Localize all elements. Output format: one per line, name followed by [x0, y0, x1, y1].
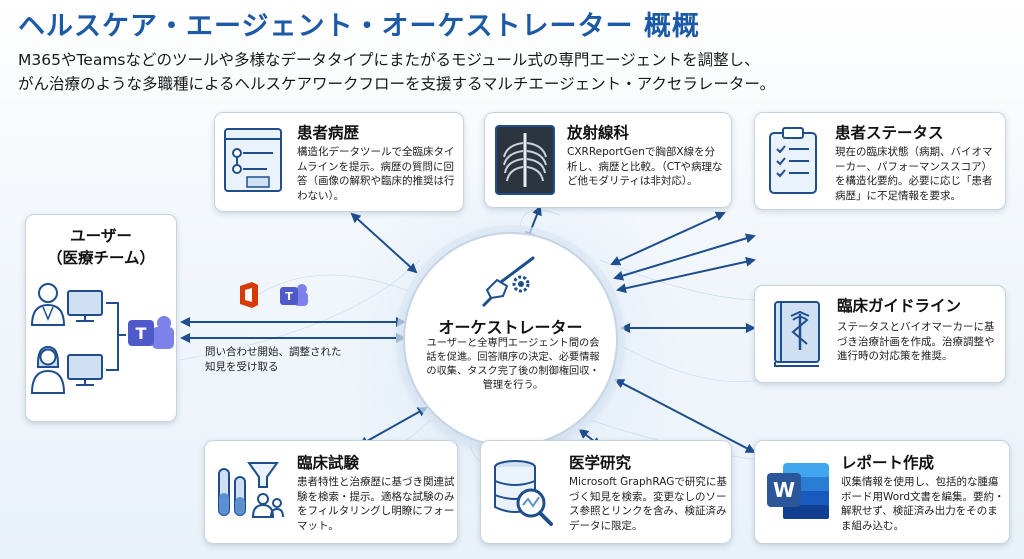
user-title-line-2: （医療チーム） — [46, 249, 156, 267]
agent-title-report: レポート作成 — [841, 454, 935, 472]
agent-desc-history: 構造化データツールで全臨床タイムラインを提示。病歴の質問に回答（画像の解釈や臨床… — [297, 146, 455, 202]
teams-small-icon: T — [280, 284, 308, 306]
svg-text:T: T — [136, 324, 147, 343]
agent-title-guidelines: 臨床ガイドライン — [837, 297, 962, 315]
clipboard-icon — [769, 127, 817, 194]
conductor-hand-icon — [481, 256, 535, 308]
agent-card-history: 患者病歴 構造化データツールで全臨床タイムラインを提示。病歴の質問に回答（画像の… — [214, 112, 464, 212]
agent-desc-status: 現在の臨床状態（病期、バイオマーカー、パフォーマンススコア）を構造化要約。必要に… — [835, 146, 993, 202]
user-title: ユーザー （医療チーム） — [26, 225, 176, 269]
arrow-report — [614, 379, 756, 453]
agent-title-history: 患者病歴 — [297, 124, 360, 142]
subtitle-line-2: がん治療のような多職種によるヘルスケアワークフローを支援するマルチエージェント・… — [18, 75, 776, 93]
arrow-status-2 — [610, 211, 726, 266]
user-io-line-1: 問い合わせ開始、調整された — [205, 346, 342, 358]
agent-desc-research: Microsoft GraphRAGで研究に基づく知見を検索。変更なしのソース参… — [569, 476, 727, 532]
user-bracket — [106, 302, 126, 371]
medical-book-icon — [774, 301, 820, 367]
svg-text:W: W — [773, 478, 795, 502]
orchestrator-node: オーケストレーター ユーザーと全専門エージェント間の会話を促進。回答順序の決定、… — [403, 232, 618, 447]
doctor-female-icon — [30, 345, 103, 394]
agent-desc-radiology: CXRReportGenで胸部X線を分析し、病歴と比較。（CTや病理など他モダリ… — [567, 146, 723, 187]
word-icon: W — [767, 463, 829, 519]
orchestrator-desc: ユーザーと全専門エージェント間の会話を促進。回答順序の決定、必要情報の収集、タス… — [426, 338, 600, 391]
orchestrator-icon — [481, 256, 535, 308]
arrow-status-3 — [616, 256, 756, 294]
app-icons: T — [240, 282, 308, 308]
teams-icon: T — [128, 316, 174, 349]
agent-title-trials: 臨床試験 — [297, 454, 360, 472]
user-io-line-2: 知見を受け取る — [205, 360, 279, 373]
agent-desc-guidelines: ステータスとバイオマーカーに基づき治療計画を作成。治療調整や進行時の対応策を推奨… — [837, 321, 995, 362]
gear-icon — [512, 275, 530, 293]
arrow-trials — [358, 407, 428, 446]
agent-card-radiology: 放射線科 CXRReportGenで胸部X線を分析し、病歴と比較。（CTや病理な… — [484, 112, 732, 208]
svg-text:T: T — [285, 290, 293, 303]
orchestrator-title: オーケストレーター — [438, 318, 583, 337]
timeline-icon — [224, 128, 282, 192]
page-subtitle: M365やTeamsなどのツールや多様なデータタイプにまたがるモジュール式の専門… — [18, 48, 775, 96]
agent-card-trials: 臨床試験 患者特性と治療歴に基づき関連試験を検索・提示。適格な試験のみをフィルタ… — [204, 440, 458, 544]
agent-card-status: 患者ステータス 現在の臨床状態（病期、バイオマーカー、パフォーマンススコア）を構… — [754, 112, 1006, 210]
office-icon — [240, 282, 258, 308]
lab-trials-icon — [218, 462, 284, 518]
agent-desc-report: 収集情報を使用し、包括的な腫瘍ボード用Word文書を編集。要約・解釈せず、検証済… — [841, 476, 1005, 532]
agent-card-report: W レポート作成 収集情報を使用し、包括的な腫瘍ボード用Word文書を編集。要約… — [754, 440, 1010, 544]
agent-title-radiology: 放射線科 — [567, 124, 630, 142]
page-title: ヘルスケア・エージェント・オーケストレーター 概概 — [18, 11, 700, 42]
agent-title-status: 患者ステータス — [835, 124, 944, 142]
user-illustration: T — [30, 283, 174, 394]
arrow-history — [350, 212, 418, 274]
user-panel: ユーザー （医療チーム） T — [25, 214, 177, 422]
agent-title-research: 医学研究 — [569, 454, 632, 472]
agent-card-guidelines: 臨床ガイドライン ステータスとバイオマーカーに基づき治療計画を作成。治療調整や進… — [754, 285, 1006, 383]
agent-desc-trials: 患者特性と治療歴に基づき関連試験を検索・提示。適格な試験のみをフィルタリングし明… — [297, 476, 455, 532]
subtitle-line-1: M365やTeamsなどのツールや多様なデータタイプにまたがるモジュール式の専門… — [18, 51, 760, 69]
doctor-male-icon — [30, 283, 103, 326]
user-io-label: 問い合わせ開始、調整された 知見を受け取る — [205, 345, 342, 374]
user-title-line-1: ユーザー — [70, 227, 132, 245]
agent-card-research: 医学研究 Microsoft GraphRAGで研究に基づく知見を検索。変更なし… — [480, 440, 732, 544]
xray-icon — [495, 125, 555, 195]
database-search-icon — [494, 460, 553, 526]
